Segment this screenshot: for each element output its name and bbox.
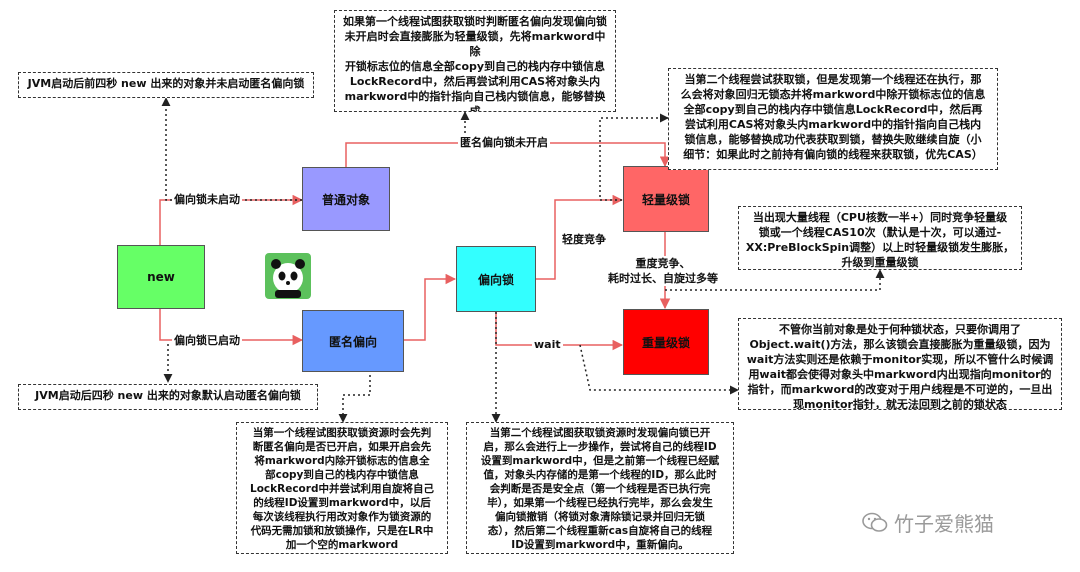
wechat-icon (862, 512, 888, 532)
dotted-wait-to-note (579, 344, 739, 395)
edge-biased-to-light (536, 194, 624, 280)
node-new: new (117, 245, 205, 309)
note-jvm-after-4s: JVM启动后四秒 new 出来的对象默认启动匿名偏向锁 (18, 384, 318, 410)
watermark: 竹子爱熊猫 (862, 508, 994, 537)
note-second-thread-lightweight: 当第二个线程尝试获取锁，但是发现第一个线程还在执行，那 么会将对象回归无锁态并将… (668, 68, 998, 170)
edge-new-to-anon (159, 309, 304, 346)
watermark-text: 竹子爱熊猫 (894, 512, 994, 536)
note-first-thread-biased: 当第一个线程试图获取锁资源时会先判 断匿名偏向是否已开启，如果开启会先 将mar… (236, 422, 448, 554)
label-wait: wait (532, 337, 563, 352)
dotted-light-to-second-light (599, 113, 669, 201)
dotted-normal-to-jvm-before (161, 97, 302, 201)
dotted-anon-to-first-biased (338, 370, 371, 423)
note-jvm-before-4s: JVM启动后前四秒 new 出来的对象并未启动匿名偏向锁 (18, 72, 314, 98)
label-bias-on: 偏向锁已启动 (172, 333, 242, 348)
label-bias-off: 偏向锁未启动 (172, 192, 242, 207)
dotted-edge-to-heavy-inflate (665, 269, 885, 291)
note-first-thread-lightweight: 如果第一个线程试图获取锁时判断匿名偏向发现偏向锁 未开启时会直接膨胀为轻量级锁，… (334, 10, 616, 112)
label-heavy-compete: 重度竞争、 耗时过长、自旋过多等 (606, 256, 720, 286)
node-anonymous-biased: 匿名偏向 (302, 310, 404, 372)
note-wait-method: 不管你当前对象是处于何种锁状态，只要你调用了 Object.wait()方法，那… (738, 318, 1062, 410)
node-lightweight-lock: 轻量级锁 (623, 166, 709, 232)
note-heavy-inflation: 当出现大量线程（CPU核数一半+）同时竞争轻量级 锁或一个线程CAS10次（默认… (738, 206, 1022, 270)
edge-anon-to-biased (404, 273, 457, 341)
note-second-thread-biased: 当第二个线程试图获取锁资源时发现偏向锁已开 启，那么会进行上一步操作，尝试将自己… (466, 422, 734, 554)
label-light-compete: 轻度竞争 (560, 232, 608, 247)
panda-icon (265, 253, 311, 299)
edge-new-to-normal (159, 194, 304, 245)
node-heavyweight-lock: 重量级锁 (623, 309, 709, 375)
node-biased-lock: 偏向锁 (456, 246, 536, 312)
label-anon-bias-off: 匿名偏向锁未开启 (458, 135, 550, 150)
node-normal-object: 普通对象 (302, 167, 390, 231)
